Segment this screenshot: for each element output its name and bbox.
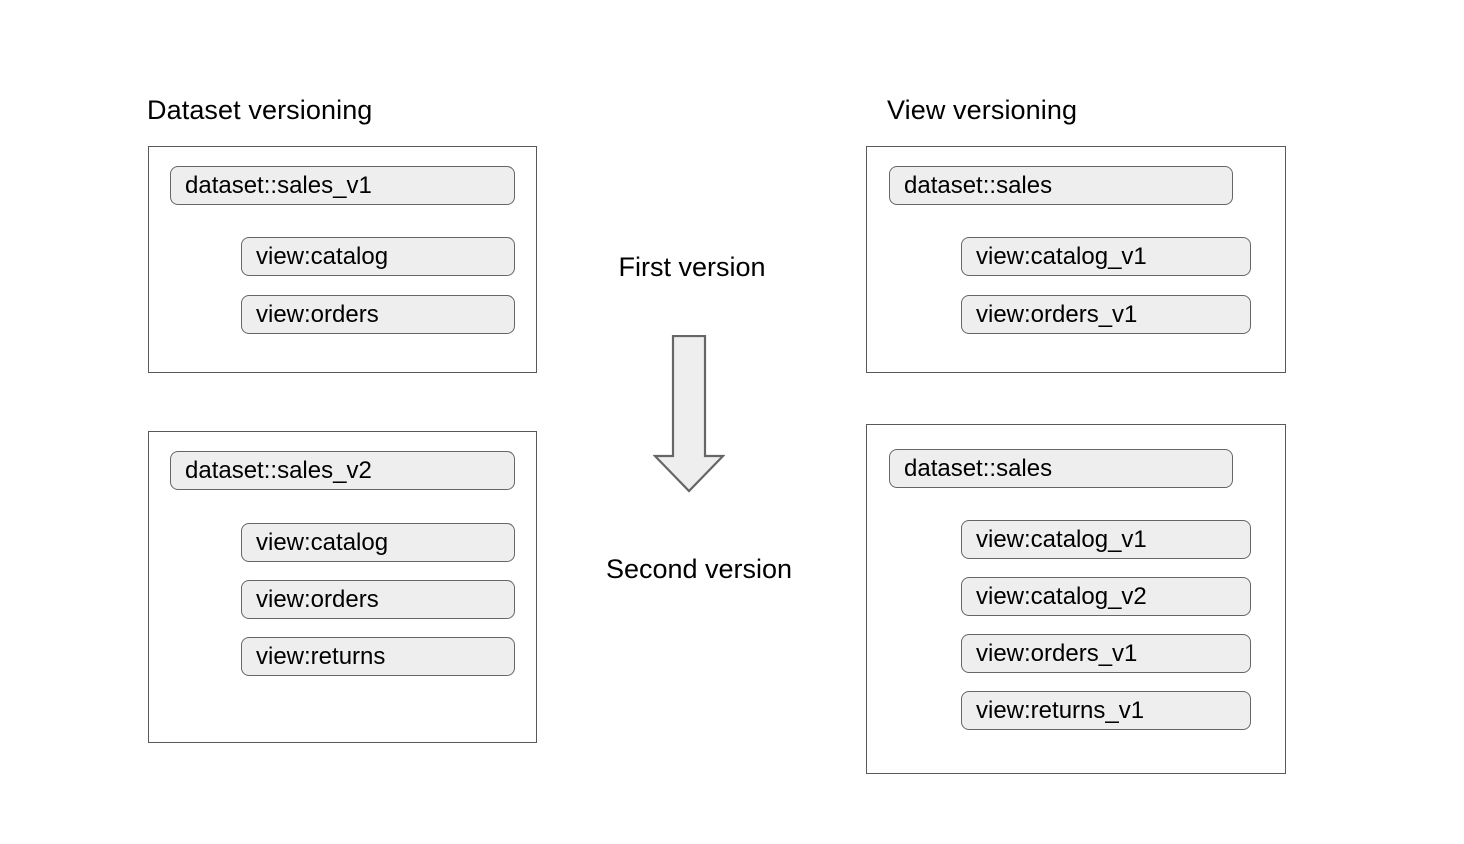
column-heading-dataset-versioning: Dataset versioning bbox=[147, 95, 373, 125]
view-pill[interactable]: view:catalog bbox=[241, 523, 515, 562]
stage-label-second-version: Second version bbox=[605, 554, 793, 584]
down-arrow-icon bbox=[653, 335, 725, 493]
stage-label-first-version: First version bbox=[618, 252, 766, 282]
view-pill[interactable]: view:returns bbox=[241, 637, 515, 676]
view-pill[interactable]: view:catalog_v2 bbox=[961, 577, 1251, 616]
view-pill[interactable]: view:returns_v1 bbox=[961, 691, 1251, 730]
view-pill[interactable]: view:catalog_v1 bbox=[961, 237, 1251, 276]
view-pill[interactable]: view:orders_v1 bbox=[961, 295, 1251, 334]
group-box-dataset-versioning-second: dataset::sales_v2 view:catalog view:orde… bbox=[148, 431, 537, 743]
group-box-dataset-versioning-first: dataset::sales_v1 view:catalog view:orde… bbox=[148, 146, 537, 373]
dataset-pill[interactable]: dataset::sales bbox=[889, 449, 1233, 488]
view-pill[interactable]: view:orders bbox=[241, 295, 515, 334]
view-pill[interactable]: view:orders_v1 bbox=[961, 634, 1251, 673]
view-pill[interactable]: view:catalog bbox=[241, 237, 515, 276]
dataset-pill[interactable]: dataset::sales bbox=[889, 166, 1233, 205]
dataset-pill[interactable]: dataset::sales_v2 bbox=[170, 451, 515, 490]
group-box-view-versioning-second: dataset::sales view:catalog_v1 view:cata… bbox=[866, 424, 1286, 774]
view-pill[interactable]: view:orders bbox=[241, 580, 515, 619]
dataset-pill[interactable]: dataset::sales_v1 bbox=[170, 166, 515, 205]
group-box-view-versioning-first: dataset::sales view:catalog_v1 view:orde… bbox=[866, 146, 1286, 373]
column-heading-view-versioning: View versioning bbox=[887, 95, 1078, 125]
view-pill[interactable]: view:catalog_v1 bbox=[961, 520, 1251, 559]
